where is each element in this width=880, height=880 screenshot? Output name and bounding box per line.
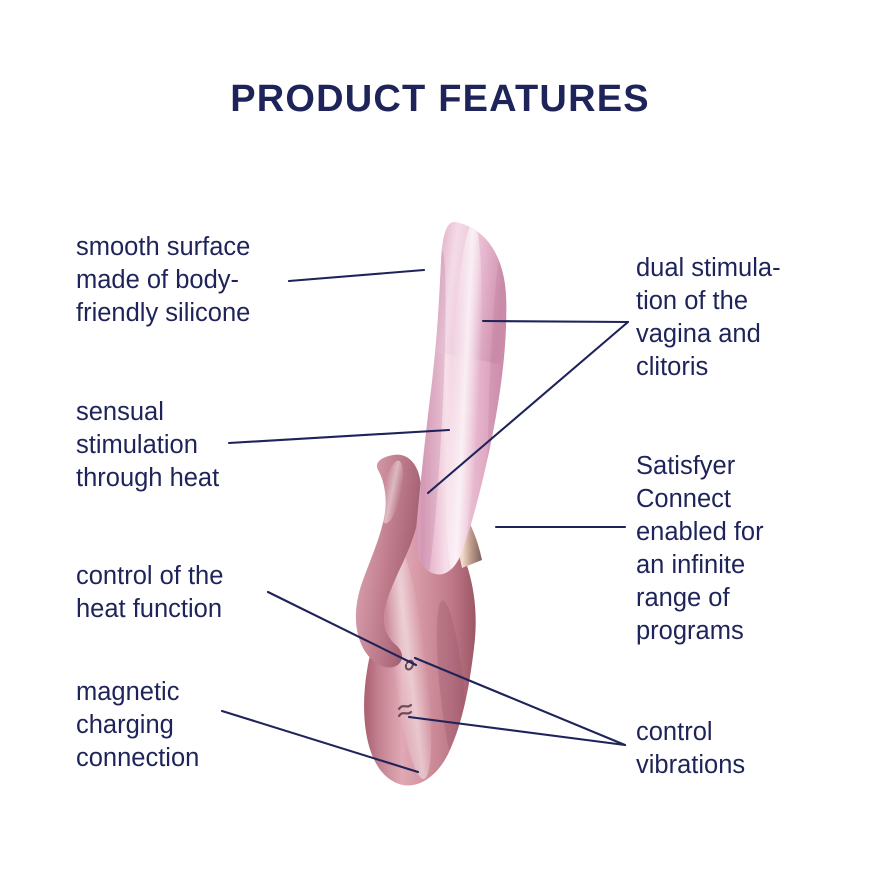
clitoral-arm-gloss: [380, 460, 404, 524]
label-control-vibrations: control vibrations: [636, 718, 746, 779]
label-magnetic-charging: magnetic charging connection: [76, 678, 200, 772]
label-heat-control: control of the heat function: [76, 562, 224, 623]
label-smooth-surface: smooth surface made of body- friendly si…: [76, 233, 251, 327]
label-satisfyer-connect: Satisfyer Connect enabled for an infinit…: [636, 452, 764, 645]
label-sensual-heat: sensual stimulation through heat: [76, 398, 220, 492]
page-title: PRODUCT FEATURES: [230, 78, 650, 120]
label-dual-stimulation: dual stimula- tion of the vagina and cli…: [636, 254, 781, 381]
